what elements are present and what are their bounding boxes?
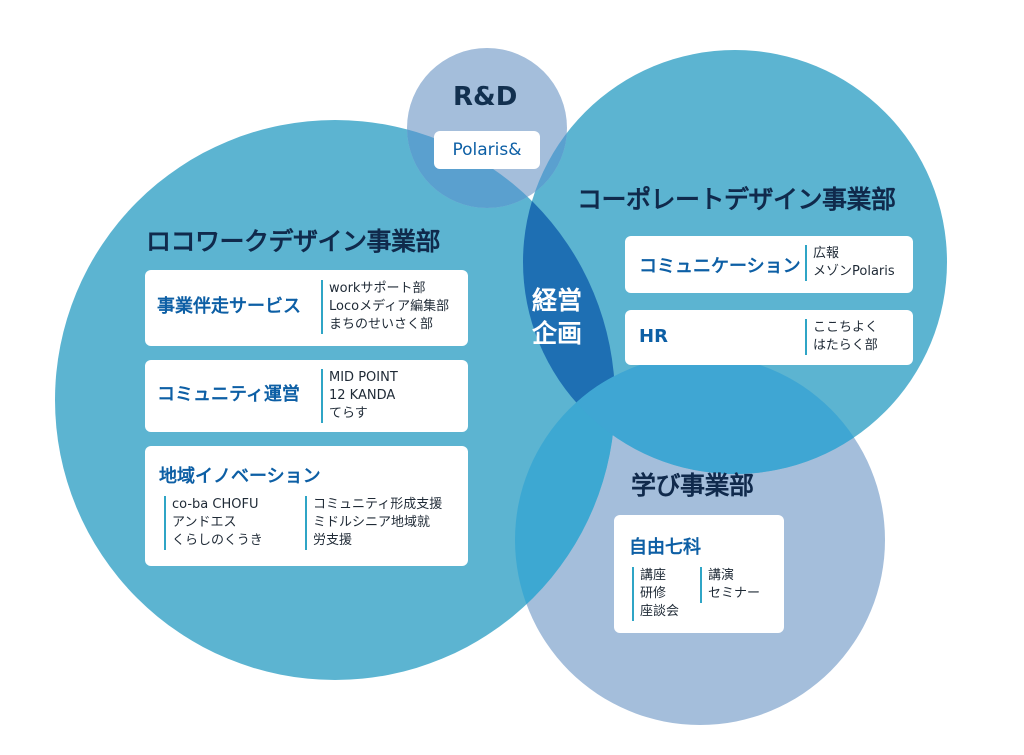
center-label: 経営 企画 (522, 284, 592, 350)
card-items: ここちよく はたらく部 (805, 319, 878, 355)
list-item: くらしのくうき (172, 533, 263, 548)
card-title: コミュニティ運営 (157, 384, 300, 405)
card-title: コミュニケーション (639, 256, 801, 277)
hr-card: HR ここちよく はたらく部 (625, 310, 913, 365)
center-line: 経営 (531, 286, 582, 315)
card-title: 自由七科 (629, 537, 701, 558)
localwork-title: ロコワークデザイン事業部 (146, 227, 441, 256)
corporate-title: コーポレートデザイン事業部 (577, 185, 896, 214)
list-item: メゾンPolaris (813, 264, 895, 279)
learning-title: 学び事業部 (631, 471, 754, 500)
card-items-left: co-ba CHOFU アンドエス くらしのくうき (164, 496, 263, 550)
list-item: 労支援 (313, 533, 353, 548)
card-items-left: 講座 研修 座談会 (632, 567, 679, 621)
list-item: co-ba CHOFU (172, 497, 259, 512)
card-items-right: コミュニティ形成支援 ミドルシニア地域就 労支援 (305, 496, 442, 550)
list-item: コミュニティ形成支援 (313, 497, 443, 512)
card-items: workサポート部 Locoメディア編集部 まちのせいさく部 (321, 280, 449, 334)
card-items-right: 講演 セミナー (700, 567, 760, 603)
list-item: 広報 (813, 246, 840, 261)
card-title: 地域イノベーション (159, 466, 321, 487)
card-items: 広報 メゾンPolaris (805, 245, 895, 281)
list-item: workサポート部 (329, 281, 426, 296)
list-item: まちのせいさく部 (329, 317, 434, 332)
rnd-tag: Polaris& (434, 131, 540, 169)
rnd-title: R&D (453, 82, 518, 112)
card-title: 事業伴走サービス (157, 296, 301, 317)
list-item: MID POINT (329, 370, 398, 385)
list-item: はたらく部 (813, 338, 878, 353)
community-card: コミュニティ運営 MID POINT 12 KANDA てらす (145, 360, 468, 432)
card-items: MID POINT 12 KANDA てらす (321, 369, 398, 423)
list-item: 12 KANDA (329, 388, 396, 403)
liberal-arts-card: 自由七科 講座 研修 座談会 講演 セミナー (614, 515, 784, 633)
card-title: HR (639, 326, 668, 347)
list-item: ここちよく (813, 320, 879, 335)
list-item: 講演 (708, 568, 735, 583)
business-support-card: 事業伴走サービス workサポート部 Locoメディア編集部 まちのせいさく部 (145, 270, 468, 346)
list-item: てらす (329, 406, 368, 421)
communication-card: コミュニケーション 広報 メゾンPolaris (625, 236, 913, 293)
list-item: セミナー (708, 586, 761, 601)
list-item: ミドルシニア地域就 (313, 515, 431, 530)
list-item: 研修 (640, 586, 667, 601)
list-item: 座談会 (640, 604, 680, 619)
regional-innovation-card: 地域イノベーション co-ba CHOFU アンドエス くらしのくうき コミュニ… (145, 446, 468, 566)
list-item: 講座 (640, 568, 667, 583)
list-item: アンドエス (172, 515, 237, 530)
list-item: Locoメディア編集部 (329, 299, 450, 314)
center-line: 企画 (531, 319, 582, 348)
